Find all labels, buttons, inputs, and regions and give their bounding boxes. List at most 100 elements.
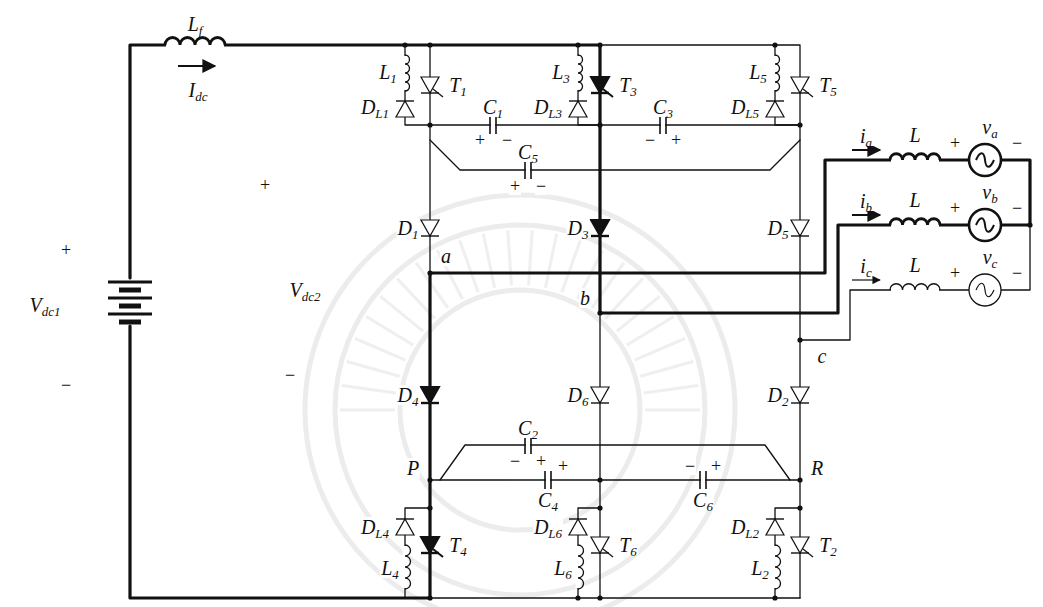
wire <box>430 160 969 273</box>
capacitor-gap <box>526 442 530 448</box>
diode-bar <box>569 518 587 519</box>
circuit-label: + <box>949 199 961 217</box>
circuit-label: − <box>284 366 296 384</box>
label-base: T <box>449 74 460 96</box>
diode-symbol <box>421 77 439 93</box>
circuit-label: L1 <box>378 62 398 82</box>
circuit-label: va <box>981 117 998 137</box>
label-subscript: L2 <box>745 526 759 541</box>
circuit-label: C6 <box>692 490 714 510</box>
label-base: L <box>909 189 920 211</box>
label-base: − <box>536 176 546 196</box>
circuit-label: DL1 <box>360 97 390 117</box>
diode-bar <box>791 92 809 93</box>
label-base: D <box>768 217 782 239</box>
circuit-label: + <box>949 134 961 152</box>
circuit-label: L3 <box>551 62 571 82</box>
circuit-label: L6 <box>553 558 573 578</box>
label-base: + <box>536 451 546 471</box>
circuit-label: + <box>474 131 486 149</box>
label-subscript: L3 <box>548 106 562 121</box>
label-base: D <box>534 516 548 538</box>
circuit-label: D3 <box>567 218 590 238</box>
label-subscript: 1 <box>390 71 397 86</box>
thyristor-gate <box>803 89 813 97</box>
junction-dot <box>427 122 432 127</box>
wire <box>800 290 969 340</box>
junction-dot <box>1027 222 1032 227</box>
junction-dot <box>597 477 602 482</box>
label-base: C <box>693 489 706 511</box>
label-base: C <box>653 96 666 118</box>
label-base: − <box>285 365 295 385</box>
circuit-label: Vdc2 <box>289 280 322 300</box>
circuit-label: Lf <box>187 14 204 34</box>
watermark-ray <box>640 361 693 376</box>
diode-bar <box>791 402 809 403</box>
watermark-ray <box>645 409 700 412</box>
thyristor-gate <box>433 549 443 557</box>
label-subscript: a <box>991 126 998 141</box>
label-subscript: L6 <box>548 526 562 541</box>
label-base: T <box>619 74 630 96</box>
circuit-label: DL2 <box>730 517 760 537</box>
watermark-ray <box>644 385 698 392</box>
label-subscript: 3 <box>630 84 637 99</box>
label-base: L <box>749 61 760 83</box>
label-subscript: b <box>991 191 998 206</box>
diode-bar <box>421 402 439 404</box>
circuit-label: ib <box>859 191 873 211</box>
circuit-label: P <box>406 458 420 478</box>
circuit-label: DL3 <box>533 97 563 117</box>
diode-symbol <box>766 101 784 117</box>
circuit-label: DL5 <box>730 97 760 117</box>
ac-source-wave <box>976 153 994 167</box>
label-base: L <box>381 557 392 579</box>
circuit-label: − <box>684 457 696 475</box>
watermark-ray <box>529 230 533 285</box>
circuit-label: C5 <box>517 142 539 162</box>
inductor-symbol <box>405 545 411 589</box>
label-base: L <box>188 13 199 35</box>
label-base: D <box>398 384 412 406</box>
circuit-label: L <box>908 125 921 145</box>
label-base: i <box>860 190 866 212</box>
label-base: C <box>483 96 496 118</box>
inductor-symbol <box>165 38 225 45</box>
diode-bar <box>766 100 784 101</box>
ac-source-symbol <box>969 209 1001 241</box>
battery-plate <box>119 288 141 293</box>
junction-dot <box>597 595 602 600</box>
label-subscript: 6 <box>582 394 589 409</box>
capacitor-plate <box>699 471 701 489</box>
junction-dot <box>597 310 602 315</box>
label-subscript: 2 <box>830 544 837 559</box>
capacitor-gap <box>546 477 550 483</box>
label-base: V <box>290 279 302 301</box>
label-subscript: 1 <box>412 227 419 242</box>
diode-symbol <box>591 220 609 236</box>
junction-dot <box>772 42 777 47</box>
circuit-label: + <box>60 241 72 259</box>
diode-symbol <box>396 519 414 535</box>
circuit-label: T5 <box>818 75 838 95</box>
circuit-label: − <box>1011 199 1023 217</box>
label-subscript: 2 <box>531 427 538 442</box>
label-base: + <box>671 130 681 150</box>
circuit-label: c <box>817 346 828 366</box>
label-base: R <box>811 457 823 479</box>
label-subscript: 1 <box>460 84 467 99</box>
label-base: + <box>61 240 71 260</box>
diode-bar <box>591 402 609 403</box>
junction-dot <box>427 42 432 47</box>
label-base: v <box>982 116 991 138</box>
label-base: T <box>449 534 460 556</box>
label-base: L <box>554 557 565 579</box>
watermark-ray <box>380 296 423 331</box>
label-subscript: 3 <box>563 71 570 86</box>
label-subscript: 4 <box>460 544 467 559</box>
circuit-label: C2 <box>517 418 539 438</box>
circuit-label: L <box>908 255 921 275</box>
ac-source-wave <box>976 283 994 297</box>
label-base: c <box>818 345 827 367</box>
